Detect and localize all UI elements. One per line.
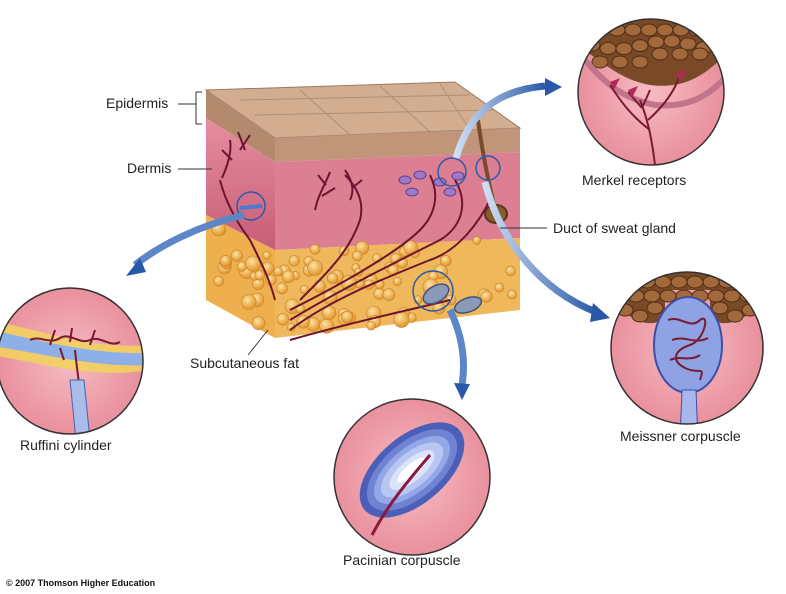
fat-cell [288,255,300,267]
epidermal-cell [599,41,617,55]
arrows [126,78,610,400]
arrow-to-pacinian [446,308,467,386]
fat-cell [472,236,482,245]
fat-cell [262,250,272,260]
fat-cell [505,265,516,277]
epidermal-cell [591,55,609,69]
arrow-to-merkel [452,82,546,159]
ruffini-small [239,204,263,210]
fat-cell [393,311,410,328]
epidermal-cell [711,301,729,315]
epidermal-cell [611,289,629,303]
epidermal-cell [688,23,706,37]
fat-cells [211,221,517,334]
fat-cell [281,270,295,283]
epidermal-cell [622,275,640,289]
epidermal-cell [707,289,725,303]
label-subcutaneous-fat: Subcutaneous fat [190,355,299,371]
epidermal-cell [726,309,744,323]
epidermal-cell [647,35,665,49]
fat-cell [494,282,505,293]
epidermis-front [206,90,275,162]
epidermal-cell [734,275,752,289]
meissner-cluster [398,170,465,197]
epidermal-cell [691,47,709,61]
epidermal-cell [611,55,629,69]
epidermal-cell [646,301,664,315]
label-ruffini-cylinder: Ruffini cylinder [20,437,112,453]
arrow-to-meissner [481,181,598,316]
epidermal-cell [755,289,763,303]
label-merkel-receptors: Merkel receptors [582,172,687,188]
dermis-side [275,152,520,250]
fat-cell [307,259,323,276]
leader-lines [178,91,547,356]
fat-cell [309,244,321,255]
skin-nerves [219,131,491,341]
label-pacinian-corpuscle: Pacinian corpuscle [343,552,461,568]
fat-cell [480,290,493,303]
merkel-detail [577,18,725,166]
highlight-ruffini [236,191,266,221]
fat-cell [241,294,257,310]
fat-cell [313,280,326,293]
highlight-meissner [475,155,501,181]
fat-cell [254,269,266,281]
epidermal-cell [686,275,704,289]
arrow-to-ruffini [132,211,245,268]
label-epidermis: Epidermis [106,95,169,111]
epidermal-cell [679,37,697,51]
fat-cell [276,282,288,295]
epidermal-cell [670,275,688,289]
fat-cell [366,321,376,331]
copyright-notice: © 2007 Thomson Higher Education [6,578,156,588]
epidermal-cell [711,42,724,56]
epidermal-cell [643,289,661,303]
fat-cell [327,272,339,284]
fat-cell [273,266,283,277]
pacinian-small [422,283,450,305]
fat-cell [382,288,396,302]
fat-cell [392,276,402,286]
fat-cell [341,310,354,324]
label-sweat-duct: Duct of sweat gland [553,220,676,236]
fat-cell [507,289,517,300]
epidermal-cell [638,275,656,289]
epidermal-cell [750,275,763,289]
epidermal-cell [578,23,594,37]
fat-cell [440,255,452,267]
fat-cell [219,255,232,267]
fat-cell [213,275,225,287]
epidermal-cell [631,309,649,323]
pacinian-detail [333,398,491,556]
fat-cell [351,250,363,262]
epidermal-cell [656,23,674,37]
ruffini-detail [0,287,144,435]
epidermal-cell [663,34,681,48]
fat-cell [276,313,289,326]
epidermal-cell [671,47,689,61]
epidermal-cell [651,47,669,61]
epidermal-cell [615,42,633,56]
epidermal-cell [718,275,736,289]
epidermal-cell [631,39,649,53]
meissner-detail [610,271,764,425]
highlight-merkel [437,157,467,187]
epidermal-cell [640,23,658,37]
epidermal-cell [704,23,722,37]
pacinian-small-2 [453,296,483,314]
epidermal-cell [624,23,642,37]
label-dermis: Dermis [127,160,172,176]
fat-cell [230,249,243,262]
label-meissner-corpuscle: Meissner corpuscle [620,428,741,444]
fat-cell [251,316,266,331]
epidermal-cell [611,275,624,289]
fat-cell [299,285,310,295]
highlight-pacinian [412,270,454,312]
fat-front [206,215,275,338]
epidermal-cell [631,55,649,69]
